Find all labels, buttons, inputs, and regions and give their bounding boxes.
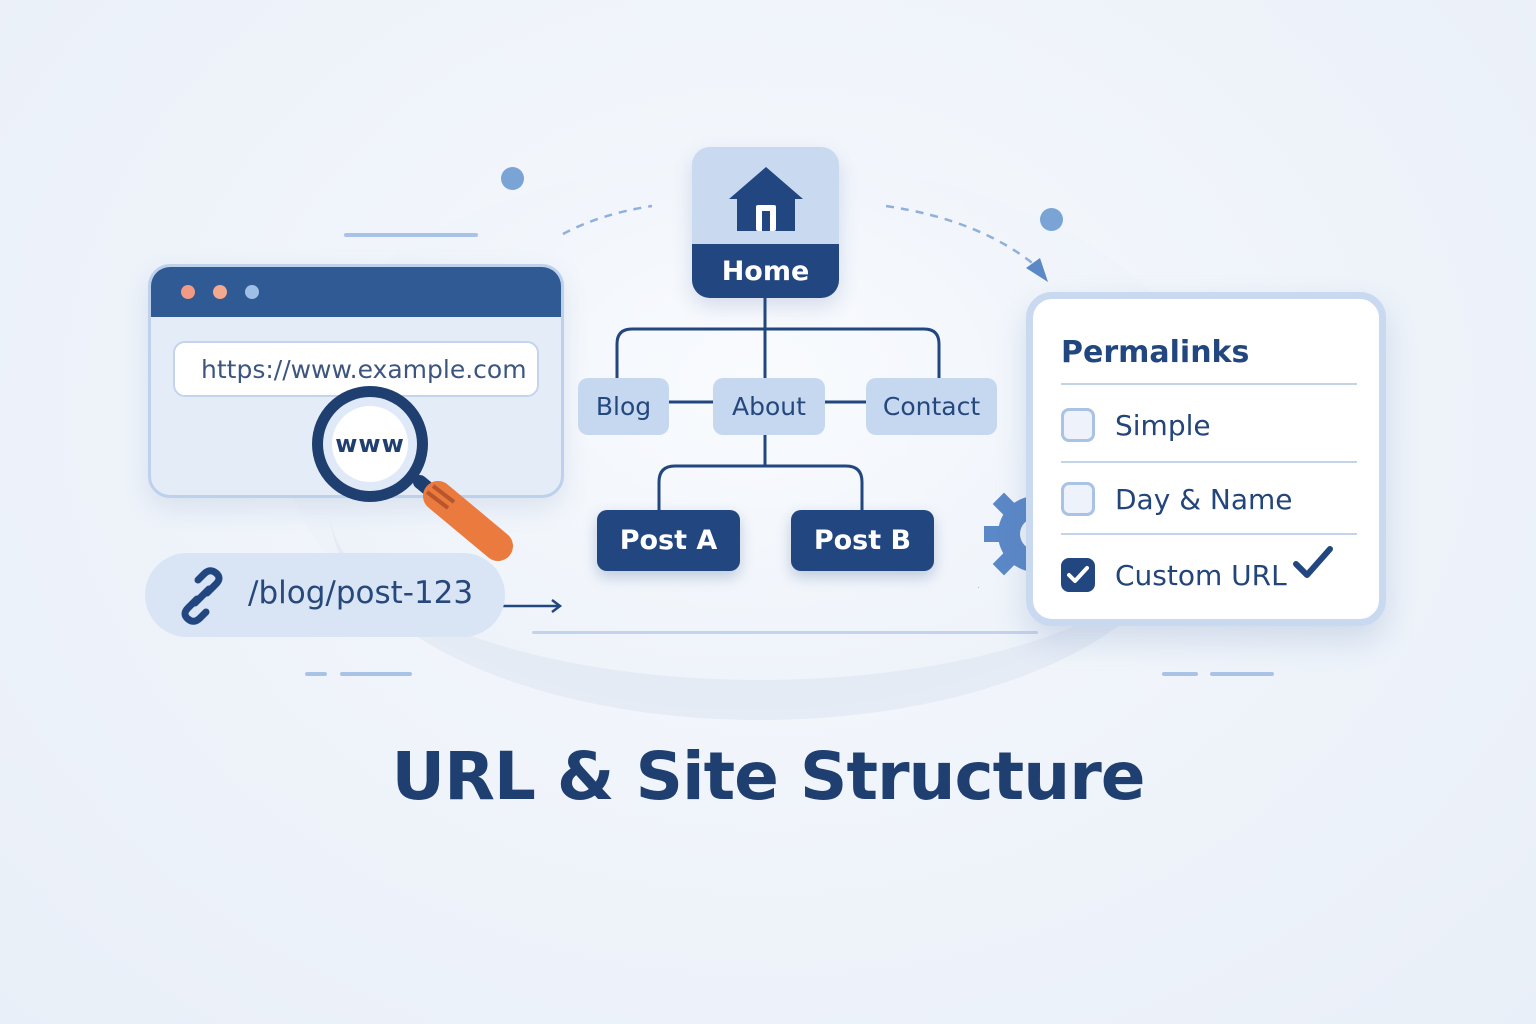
baseline-line [532, 631, 1038, 634]
browser-title-bar [151, 267, 561, 317]
option-label: Simple [1115, 408, 1211, 442]
checkmark-icon [1067, 566, 1089, 583]
option-label: Day & Name [1115, 482, 1293, 516]
tree-node-label: Post A [619, 525, 718, 556]
tree-node-label: About [732, 392, 806, 421]
window-dot-minimize[interactable] [213, 285, 227, 299]
checkbox-day-name[interactable] [1061, 482, 1095, 516]
divider [1061, 461, 1357, 463]
tree-node-label: Post B [813, 525, 912, 556]
tree-node-home[interactable]: Home [692, 147, 839, 298]
decor-dash [340, 672, 412, 676]
window-dot-close[interactable] [181, 285, 195, 299]
decor-dash [1162, 672, 1198, 676]
divider [1061, 533, 1357, 535]
house-icon [729, 167, 803, 231]
permalink-path: /blog/post-123 [248, 575, 474, 611]
tree-node-about[interactable]: About [713, 378, 825, 435]
link-icon [181, 567, 223, 625]
checkbox-custom-url[interactable] [1061, 558, 1095, 592]
divider [1061, 383, 1357, 385]
tree-node-label: Blog [595, 392, 652, 421]
decor-dash [305, 672, 327, 676]
dashed-arc-left [562, 204, 653, 236]
option-day-name[interactable]: Day & Name [1061, 479, 1293, 519]
selected-checkmark-icon [1293, 546, 1333, 578]
tree-node-blog[interactable]: Blog [578, 378, 669, 435]
checkbox-simple[interactable] [1061, 408, 1095, 442]
browser-window: https://www.example.com [148, 264, 564, 498]
page-title: URL & Site Structure [391, 738, 1145, 815]
decor-dash [1210, 672, 1274, 676]
address-bar-text: https://www.example.com [201, 354, 527, 384]
tree-node-post-b[interactable]: Post B [791, 510, 934, 571]
decor-dash [344, 233, 478, 237]
tree-node-post-a[interactable]: Post A [597, 510, 740, 571]
decor-dot [501, 167, 524, 190]
tree-connectors [615, 298, 941, 510]
permalinks-panel: Permalinks Simple Day & Name Custom URL [1026, 292, 1386, 626]
window-dot-maximize[interactable] [245, 285, 259, 299]
magnifier-label: www [335, 430, 405, 458]
arrow-head [1026, 258, 1048, 282]
dashed-arc-right [885, 204, 1037, 267]
magnifier-icon: www [290, 372, 530, 572]
tree-node-home-label: Home [692, 244, 839, 298]
tree-node-contact[interactable]: Contact [866, 378, 997, 435]
option-simple[interactable]: Simple [1061, 405, 1211, 445]
pill-arrow-head [551, 599, 563, 613]
option-custom-url[interactable]: Custom URL [1061, 555, 1287, 595]
option-label: Custom URL [1115, 558, 1287, 592]
decor-dot [1040, 208, 1063, 231]
tree-node-label: Contact [882, 392, 981, 421]
panel-title: Permalinks [1061, 335, 1250, 370]
permalink-path-pill: /blog/post-123 [145, 553, 505, 637]
